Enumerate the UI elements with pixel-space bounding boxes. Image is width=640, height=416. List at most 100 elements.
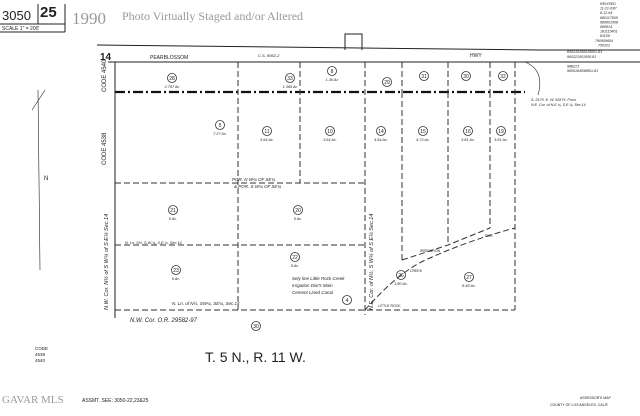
parcel-28: 282.797 Ac: [164, 73, 180, 89]
parcel-area: 4.72 Ac.: [416, 138, 430, 142]
parcel-number: 19: [498, 129, 504, 135]
book-number: 3050: [2, 8, 31, 23]
parcel-number: 27: [466, 275, 472, 281]
parcel-area: 3.64 Ac.: [323, 138, 337, 142]
parcel-number: 30: [463, 74, 469, 80]
parcel-area: 3.81 Ac.: [494, 138, 508, 142]
parcel-29: 29: [382, 77, 392, 87]
parcel-circle: [498, 71, 508, 81]
irrigation-label: IRRIGATION: [420, 249, 441, 253]
svg-text:680814: 680814: [600, 25, 612, 29]
parcel-area: 4.54 Ac.: [374, 138, 388, 142]
parcel-circle: [419, 71, 429, 81]
parcel-11: 113.64 Ac.: [260, 126, 274, 142]
parcel-area: 3.81 Ac.: [461, 138, 475, 142]
parcel-number: 33: [287, 76, 293, 82]
parcel-circle: [290, 252, 300, 262]
assessor-map-title: ASSESSOR'S MAP: [580, 396, 611, 400]
parcel-number: 32: [500, 74, 506, 80]
parcel-22: 225 Ac.: [290, 252, 300, 268]
code-4538: CODE 4538: [102, 132, 108, 165]
parcel-circle: [293, 205, 303, 215]
parcel-31: 31: [419, 71, 429, 81]
watermark: Photo Virtually Staged and/or Altered: [122, 9, 303, 23]
parcel-4: 4: [342, 295, 352, 305]
svg-text:11-21-63P: 11-21-63P: [600, 7, 617, 11]
parcel-area: 1.369 Ac: [283, 85, 298, 89]
por-sw-label: & POR. S W¼ OF SE¼: [234, 184, 281, 189]
canal-line-1: Sely line Little Rock Creek: [292, 276, 345, 281]
parcel-circle: [327, 66, 337, 76]
parcel-8: 81.36 Ac: [326, 66, 339, 82]
parcel-circle: [168, 205, 178, 215]
cs-number: C.S. 8062-2: [258, 53, 280, 58]
county-name: COUNTY OF LOS ANGELES, CALIF.: [550, 403, 608, 407]
parcel-circle: [325, 126, 335, 136]
parcel-number: 29: [384, 80, 390, 86]
ne-corner-vertical: N.E. Cor. of N½, S W¼ of S E¼ Sec.14: [368, 214, 375, 310]
parcel-number: 26: [398, 273, 404, 279]
little-rock-label: LITTLE ROCK: [378, 304, 401, 308]
parcel-19: 19 3.81 Ac.: [494, 126, 508, 142]
north-arrow: [31, 89, 46, 271]
parcel-number: 30: [253, 324, 259, 330]
parcel-number: 20: [295, 208, 301, 214]
svg-text:N.E. Cor. of N.E.¼, S.E.¼, Sec: N.E. Cor. of N.E.¼, S.E.¼, Sec.14: [531, 103, 586, 107]
parcel-area: 8.49 Ac.: [462, 284, 476, 288]
canal-line-2: Irrigation Dist's Main: [292, 283, 333, 288]
parcel-area: 2.797 Ac: [164, 85, 180, 89]
parcel-5: 57.27 Ac.: [213, 120, 227, 136]
parcel-number: 21: [170, 208, 176, 214]
pearblossom-highway: 14 PEARBLOSSOM HWY C.S. 8062-2: [96, 33, 640, 63]
svg-text:4540: 4540: [35, 358, 46, 363]
parcel-area: 1.36 Ac: [326, 78, 339, 82]
parcel-21: 215 Ac.: [168, 205, 178, 221]
n-line-label: N. Ln. of N½, SW¼, SE¼, Sec.14: [172, 300, 240, 306]
code-4540: CODE 4540: [102, 59, 108, 92]
parcel-number: 22: [292, 255, 298, 261]
footer-codes: CODE 4538 4540: [35, 346, 48, 363]
parcel-number: 15: [420, 129, 426, 135]
parcel-20: 20 5 Ac.: [293, 205, 303, 221]
creek-label: CREEK: [410, 269, 423, 273]
parcel-15: 15 4.72 Ac.: [416, 126, 430, 142]
parcel-circle: [285, 73, 295, 83]
map-header: 3050 25 SCALE 1" = 200' 1990 Photo Virtu…: [0, 4, 303, 33]
svg-text:680117505: 680117505: [600, 16, 618, 20]
svg-text:9505184098801-81: 9505184098801-81: [567, 69, 598, 73]
parcel-number: 11: [264, 129, 269, 135]
svg-text:680801008: 680801008: [600, 20, 618, 24]
section-number: 14: [100, 52, 112, 63]
revision-list: REVISED 11-21-63P 8-12-64 680117505 6808…: [567, 2, 618, 73]
road-suffix: HWY: [470, 53, 482, 59]
svg-text:98B221: 98B221: [567, 64, 579, 68]
parcel-circle: [496, 126, 506, 136]
parcel-27: 27 8.49 Ac.: [462, 272, 476, 288]
parcel-26: 26 1.80 Ac.: [394, 270, 408, 286]
parcel-area: 1.80 Ac.: [394, 282, 408, 286]
year-stamp: 1990: [72, 9, 106, 28]
parcel-10: 10 3.64 Ac.: [323, 126, 337, 142]
parcel-circle: [342, 295, 352, 305]
parcel-14: 14 4.54 Ac.: [374, 126, 388, 142]
parcel-circle: [171, 265, 181, 275]
dist-label: DIST.: [485, 234, 494, 238]
parcel-number: 14: [378, 129, 384, 135]
svg-text:750322: 750322: [598, 43, 610, 47]
road-name: PEARBLOSSOM: [150, 55, 188, 61]
parcel-circle: [463, 126, 473, 136]
top-right-note: S. 25 Ft. E. W. 528 Ft. From N.E. Cor. o…: [524, 61, 586, 107]
parcel-circle: [376, 126, 386, 136]
svg-text:CODE: CODE: [35, 346, 48, 351]
parcel-number: 4: [346, 298, 349, 304]
canal-line-3: Cement Lined Canal: [292, 290, 334, 295]
parcel-area: 5 Ac.: [294, 217, 303, 221]
svg-text:REVISED: REVISED: [600, 2, 616, 6]
parcel-circle: [396, 270, 406, 280]
parcel-circle: [262, 126, 272, 136]
svg-text:4538: 4538: [35, 352, 46, 357]
parcel-number: 10: [327, 129, 333, 135]
map-labels: POR. N W¼ OF SE¼ & POR. S W¼ OF SE¼ N. L…: [103, 177, 494, 324]
parcel-30: 30: [461, 71, 471, 81]
